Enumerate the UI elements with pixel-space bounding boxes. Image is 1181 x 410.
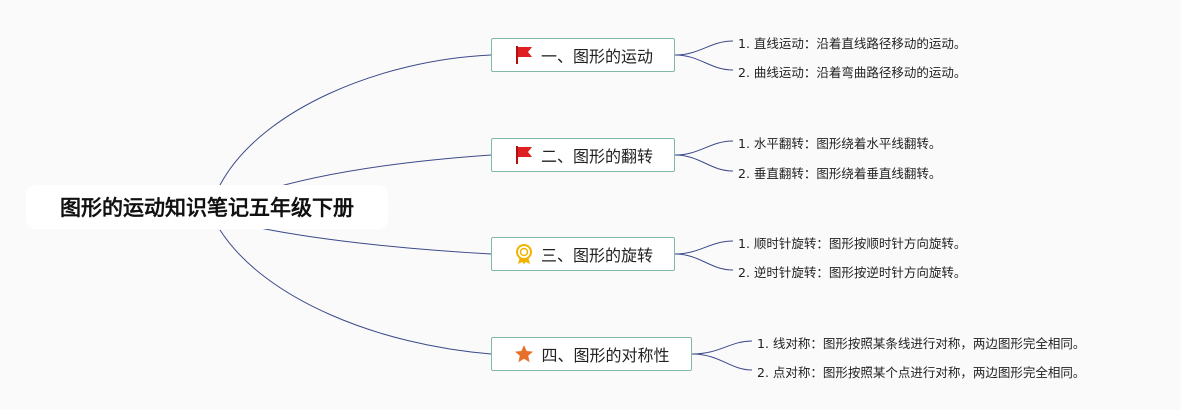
connector-root-branch-4 (219, 229, 492, 355)
connector-branch-2-item-2 (674, 154, 734, 172)
connector-root-branch-3 (259, 227, 492, 255)
subtopic-1-2[interactable]: 2. 曲线运动：沿着弯曲路径移动的运动。 (738, 65, 967, 80)
connector-root-branch-2 (259, 154, 492, 193)
branch-topic-3-label: 三、图形的旋转 (540, 246, 653, 265)
branch-topic-4-label: 四、图形的对称性 (541, 346, 670, 365)
red-flag-icon (513, 44, 535, 66)
connector-branch-1-item-2 (674, 54, 734, 71)
subtopic-4-1[interactable]: 1. 线对称：图形按照某条线进行对称，两边图形完全相同。 (757, 336, 1086, 351)
connector-branch-3-item-2 (674, 253, 734, 271)
connector-root-branch-1 (219, 54, 492, 186)
branch-topic-2[interactable]: 二、图形的翻转 (491, 138, 675, 172)
subtopic-2-2[interactable]: 2. 垂直翻转：图形绕着垂直线翻转。 (738, 166, 942, 181)
star-icon (513, 343, 535, 365)
medal-icon (513, 243, 535, 265)
subtopic-2-1[interactable]: 1. 水平翻转：图形绕着水平线翻转。 (738, 136, 942, 151)
red-flag-icon (513, 144, 535, 166)
connector-branch-1-item-1 (674, 40, 734, 56)
connector-branch-3-item-1 (674, 240, 734, 255)
branch-topic-3[interactable]: 三、图形的旋转 (491, 237, 675, 271)
subtopic-1-1[interactable]: 1. 直线运动：沿着直线路径移动的运动。 (738, 36, 967, 51)
connector-branch-4-item-1 (691, 340, 753, 355)
subtopic-4-2[interactable]: 2. 点对称：图形按照某个点进行对称，两边图形完全相同。 (757, 365, 1086, 380)
branch-topic-2-label: 二、图形的翻转 (540, 147, 653, 166)
root-topic[interactable]: 图形的运动知识笔记五年级下册 (26, 185, 388, 229)
subtopic-3-2[interactable]: 2. 逆时针旋转：图形按逆时针方向旋转。 (738, 265, 967, 280)
branch-topic-4[interactable]: 四、图形的对称性 (491, 337, 692, 371)
connector-branch-4-item-2 (691, 353, 753, 371)
branch-topic-1-label: 一、图形的运动 (540, 47, 653, 66)
subtopic-3-1[interactable]: 1. 顺时针旋转：图形按顺时针方向旋转。 (738, 236, 967, 251)
branch-topic-1[interactable]: 一、图形的运动 (491, 38, 675, 72)
root-topic-label: 图形的运动知识笔记五年级下册 (60, 196, 354, 220)
connector-branch-2-item-1 (674, 140, 734, 156)
